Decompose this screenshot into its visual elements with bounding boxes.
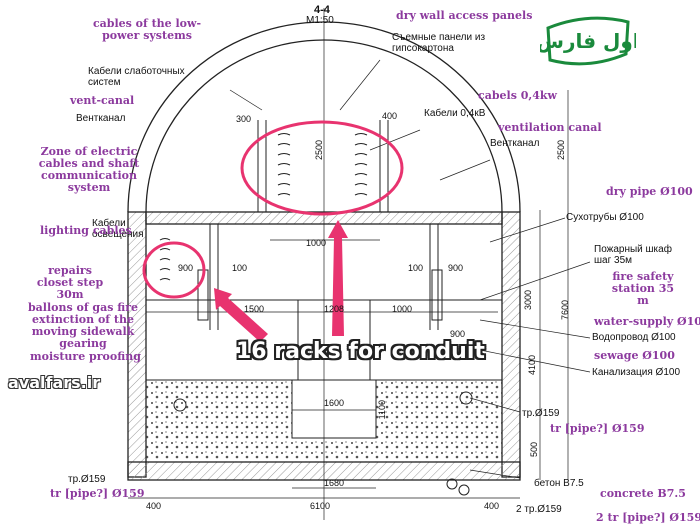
label-ru-pipe-left: тр.Ø159 (68, 474, 106, 485)
label-en-tr-pipe-bottom: 2 tr [pipe?] Ø159 (596, 511, 700, 524)
watermark: avalfars.ir (8, 373, 101, 392)
label-en-sewage: sewage Ø100 (594, 349, 675, 362)
dimension-lines (128, 8, 569, 520)
label-ru-sewage: Канализация Ø100 (592, 367, 681, 378)
cable-racks (159, 133, 368, 281)
label-ru-cables-04kv: Кабели 0,4кВ (424, 108, 486, 119)
label-ru-water-pipe: Водопровод Ø100 (592, 332, 676, 343)
dim-label: 100 (232, 263, 248, 273)
label-en-repairs-closet: repairs closet step 30m (36, 264, 104, 302)
logo-text: اول فارس (540, 29, 636, 53)
service-trench (291, 379, 377, 439)
highlight-arrows (214, 220, 348, 342)
closet-highlight-ellipse (142, 241, 206, 299)
label-en-moisture: moisture proofing (30, 350, 141, 363)
label-ru-vent-canal-left: Вентканал (76, 113, 126, 124)
label-ru-removable-panels: Съемные панели из гипсокартона (392, 32, 486, 54)
label-ru-pipe-bottom: 2 тр.Ø159 (516, 504, 562, 515)
pipe-symbols (173, 391, 473, 496)
dim-label: 1208 (324, 304, 345, 314)
vent-dividers (257, 120, 389, 212)
dim-label: 500 (529, 442, 539, 458)
label-ru-vent-canal-right: Вентканал (490, 138, 540, 149)
leader-lines (229, 59, 591, 479)
dim-label: 1600 (324, 398, 345, 408)
dim-label: 100 (408, 263, 424, 273)
dim-label: 1000 (392, 304, 413, 314)
dim-label: 1500 (244, 304, 265, 314)
label-en-cables-04kw: cabels 0,4kw (478, 89, 557, 102)
section-title: 4-4 (314, 4, 330, 16)
label-en-fire-safety: fire safety station 35 m (611, 270, 675, 308)
dim-label: 400 (382, 111, 398, 121)
rack-highlight-ellipse (240, 120, 404, 216)
dim-label: 3000 (523, 290, 533, 311)
label-en-ventilation-canal: ventilation canal (498, 121, 602, 134)
callout-racks: 16 racks for conduit (236, 339, 485, 364)
dim-label: 6100 (310, 501, 331, 511)
arrow-left-icon (214, 288, 268, 342)
section-scale: M1:50 (306, 15, 334, 26)
arrow-up-icon (328, 220, 348, 336)
dim-label: 1100 (377, 400, 387, 420)
dim-label: 900 (448, 263, 464, 273)
logo-icon: اول فارس (540, 16, 636, 66)
label-en-tr-pipe-left: tr [pipe?] Ø159 (50, 487, 145, 500)
right-wall (501, 211, 521, 478)
dim-label: 1000 (306, 238, 327, 248)
dim-label: 400 (484, 501, 500, 511)
label-ru-fire-cabinet: Пожарный шкаф шаг 35м (594, 244, 672, 266)
dim-label: 2500 (314, 140, 324, 161)
label-ru-pipe-right: тр.Ø159 (522, 408, 560, 419)
label-en-water-supply: water-supply Ø100 (594, 315, 700, 328)
label-en-concrete: concrete B7.5 (600, 487, 686, 500)
label-ru-dry-pipes: Сухотрубы Ø100 (566, 212, 644, 223)
label-en-vent-canal: vent-canal (70, 94, 135, 107)
label-ru-lighting-cables: Кабели освещения (92, 218, 144, 240)
label-ru-concrete: бетон В7.5 (534, 478, 584, 489)
highlight-marks (142, 120, 404, 299)
label-en-ballons: ballons of gas fire extinction of the mo… (27, 301, 139, 351)
label-en-tr-pipe-right: tr [pipe?] Ø159 (550, 422, 645, 435)
label-en-zone-electric: Zone of electric cables and shaft commun… (38, 145, 140, 195)
dim-label: 2500 (556, 140, 566, 161)
label-ru-low-power-cables: Кабели слаботочных систем (88, 66, 185, 88)
dim-label: 300 (236, 114, 252, 124)
dim-label: 1680 (324, 478, 345, 488)
dim-label: 7600 (560, 300, 570, 321)
label-en-dry-pipe: dry pipe Ø100 (606, 185, 693, 198)
dim-label: 400 (146, 501, 162, 511)
dim-label: 4100 (527, 355, 537, 376)
label-en-low-power-cables: cables of the low-power systems (92, 17, 202, 43)
label-en-dry-wall: dry wall access panels (396, 9, 533, 22)
dim-label: 900 (178, 263, 194, 273)
dim-label: 900 (450, 329, 466, 339)
label-en-lighting-cables: lighting cables (40, 224, 132, 237)
